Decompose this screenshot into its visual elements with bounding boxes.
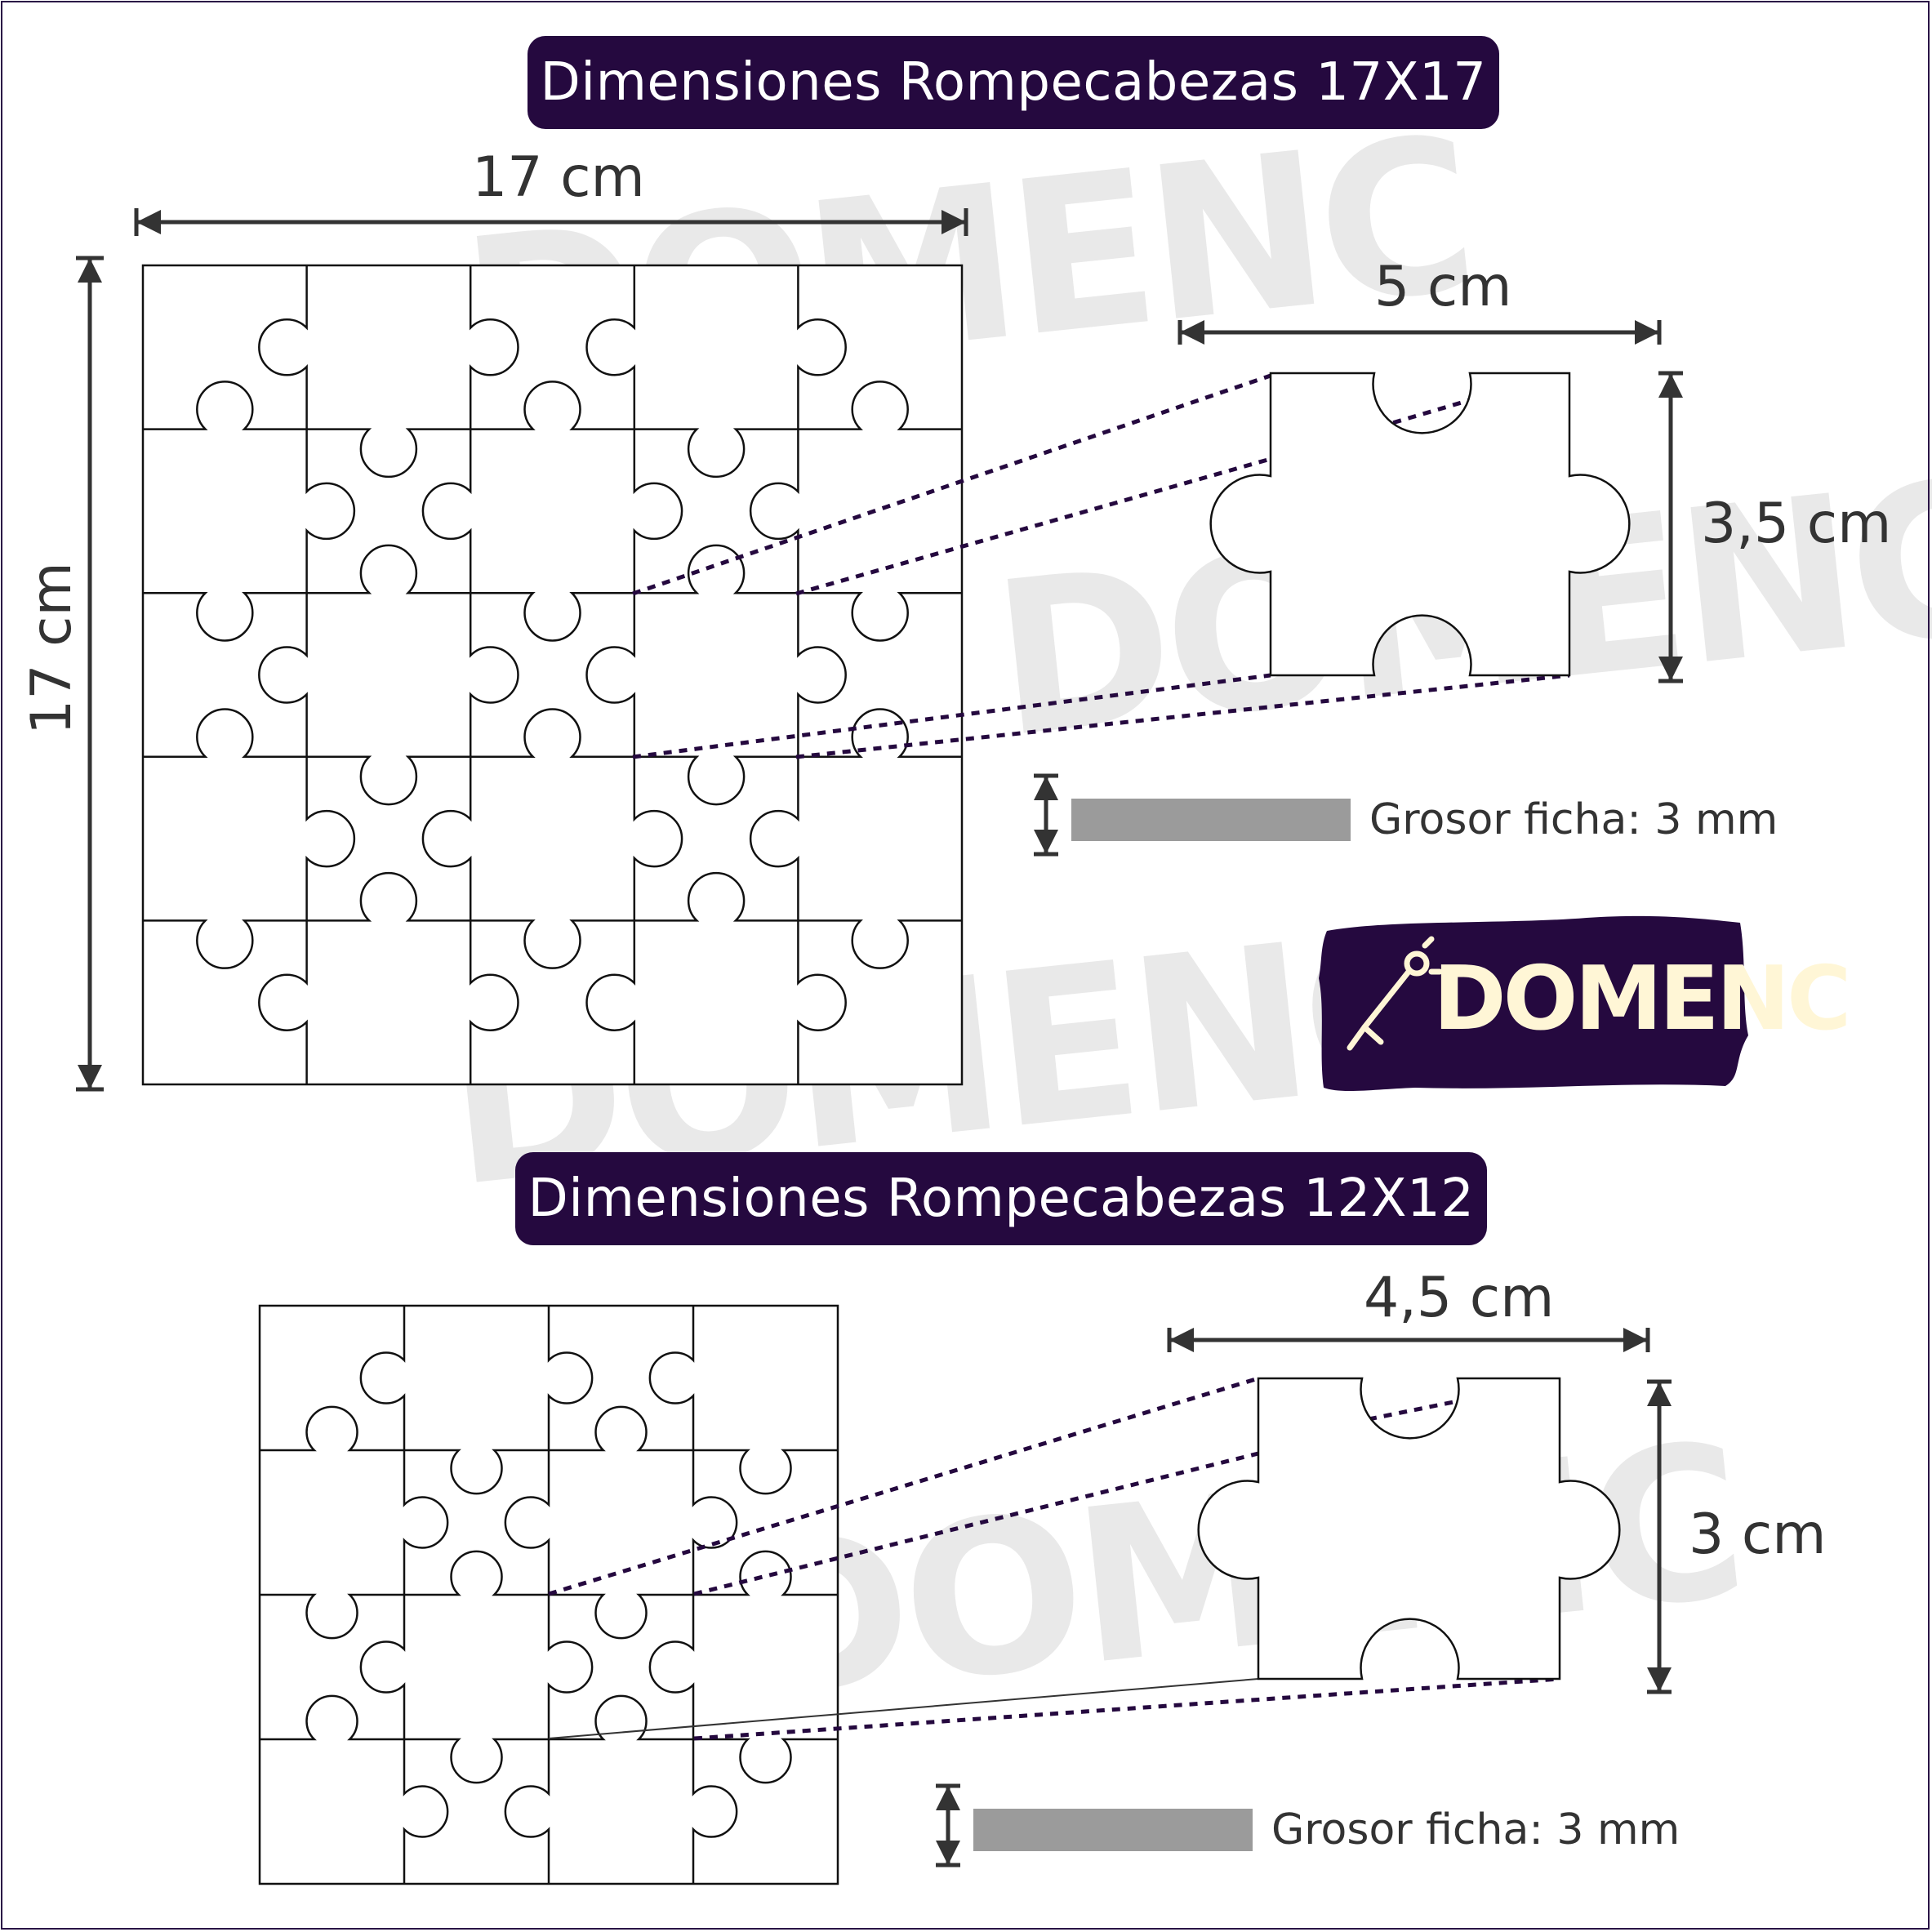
piece-edge — [469, 920, 519, 1084]
piece-edge — [403, 1739, 449, 1884]
piece-edge — [797, 593, 847, 757]
dimension-width-17 — [134, 208, 968, 236]
dimension-piece-width-12 — [1167, 1328, 1650, 1352]
puzzle-grid-17 — [141, 264, 964, 1086]
label-piece-height-12: 3 cm — [1689, 1502, 1827, 1567]
piece-edge — [404, 1449, 549, 1495]
piece-detail-17 — [1209, 372, 1631, 677]
piece-edge — [692, 1450, 738, 1595]
piece-edge — [633, 429, 683, 594]
piece-edge — [585, 265, 636, 430]
piece-edge — [470, 591, 634, 642]
piece-edge — [749, 429, 799, 594]
dimension-piece-width-17 — [1177, 320, 1662, 345]
projection-lines-17 — [632, 373, 1570, 759]
piece-edge — [306, 544, 471, 594]
piece-edge — [634, 755, 799, 806]
piece-edge — [634, 871, 799, 922]
title-12: Dimensiones Rompecabezas 12X12 — [528, 1169, 1475, 1229]
label-piece-width-17: 5 cm — [1374, 255, 1512, 319]
brand-logo — [1319, 915, 1748, 1092]
dimension-piece-height-12 — [1647, 1379, 1672, 1694]
piece-edge — [469, 593, 519, 757]
piece-edge — [634, 544, 799, 594]
piece-edge — [421, 429, 472, 594]
piece-detail-12 — [1197, 1377, 1621, 1680]
piece-edge — [143, 591, 307, 642]
brand-logo-text: DOMENC — [1433, 948, 1851, 1050]
piece-edge — [549, 1593, 693, 1640]
dimension-height-17 — [76, 256, 104, 1092]
label-piece-height-17: 3,5 cm — [1701, 492, 1892, 556]
piece-edge — [421, 756, 472, 921]
projection-line-solid-12 — [548, 1678, 1259, 1739]
piece-edge — [306, 871, 471, 922]
piece-edge — [359, 1595, 406, 1739]
label-piece-width-12: 4,5 cm — [1364, 1266, 1555, 1330]
piece-edge — [258, 265, 308, 430]
piece-edge — [306, 428, 471, 479]
piece-edge — [648, 1595, 695, 1739]
piece-edge — [403, 1450, 449, 1595]
paintbrush-icon — [1347, 936, 1443, 1051]
piece-edge — [470, 708, 634, 759]
piece-edge — [797, 920, 847, 1084]
label-thickness-17: Grosor ficha: 3 mm — [1369, 795, 1778, 844]
piece-edge — [504, 1739, 550, 1884]
piece-edge — [404, 1738, 549, 1784]
piece-edge — [305, 756, 356, 921]
projection-lines-12 — [548, 1376, 1560, 1741]
piece-edge — [504, 1450, 550, 1595]
piece-edge — [549, 1405, 693, 1452]
piece-edge — [359, 1306, 406, 1450]
piece-edge — [547, 1595, 594, 1739]
piece-edge — [260, 1593, 404, 1640]
piece-edge — [798, 919, 962, 969]
puzzle-outline — [141, 264, 964, 1086]
piece-edge — [260, 1694, 404, 1741]
piece-edge — [797, 265, 847, 430]
piece-edge — [305, 429, 356, 594]
piece-edge — [306, 755, 471, 806]
dimension-piece-height-17 — [1658, 371, 1683, 683]
label-thickness-12: Grosor ficha: 3 mm — [1271, 1805, 1680, 1854]
piece-edge — [143, 708, 307, 759]
piece-edge — [258, 920, 308, 1084]
piece-edge — [470, 919, 634, 969]
piece-edge — [798, 708, 962, 759]
piece-edge — [143, 919, 307, 969]
thickness-bar — [973, 1809, 1253, 1851]
piece-edge — [404, 1550, 549, 1596]
piece-edge — [549, 1694, 693, 1741]
thickness-indicator-17 — [1034, 773, 1351, 857]
piece-edge — [648, 1306, 695, 1450]
piece-edge — [633, 756, 683, 921]
piece-edge — [798, 381, 962, 430]
piece-edge — [547, 1306, 594, 1450]
puzzle-grid-12 — [258, 1304, 839, 1885]
piece-edge — [692, 1739, 738, 1884]
title-banner-12: Dimensiones Rompecabezas 12X12 — [515, 1152, 1487, 1245]
title-banner-17: Dimensiones Rompecabezas 17X17 — [528, 36, 1499, 129]
thickness-indicator-12 — [936, 1783, 1253, 1867]
piece-edge — [258, 593, 308, 757]
piece-edge — [693, 1738, 838, 1784]
piece-edge — [693, 1449, 838, 1495]
piece-edge — [585, 593, 636, 757]
piece-edge — [749, 756, 799, 921]
label-width-17: 17 cm — [472, 145, 645, 210]
piece-edge — [260, 1405, 404, 1452]
piece-edge — [469, 265, 519, 430]
piece-edge — [470, 381, 634, 430]
piece-edge — [585, 920, 636, 1084]
piece-edge — [143, 381, 307, 430]
piece-edge — [798, 591, 962, 642]
piece-edge — [634, 428, 799, 479]
thickness-bar — [1071, 799, 1351, 841]
title-17: Dimensiones Rompecabezas 17X17 — [540, 52, 1487, 113]
